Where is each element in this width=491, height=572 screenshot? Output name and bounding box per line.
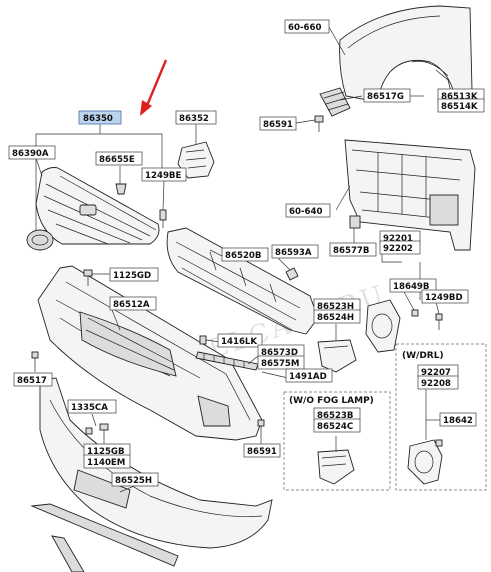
callout-86517G[interactable]: 86517G (363, 88, 411, 103)
screw-icon (314, 115, 324, 132)
skid-strip-illustration (30, 503, 179, 572)
callout-text: 86517G (367, 92, 404, 102)
callout-86575M[interactable]: 86575M (257, 355, 305, 370)
callout-text: 1249BD (425, 293, 463, 303)
callout-92202[interactable]: 92202 (379, 240, 421, 255)
callout-1125GD[interactable]: 1125GD (109, 267, 159, 282)
callout-86350[interactable]: 86350 (78, 110, 122, 125)
callout-86517[interactable]: 86517 (13, 372, 53, 387)
callout-86390A[interactable]: 86390A (8, 145, 56, 160)
fog-lamp-illustration (365, 299, 401, 353)
callout-text: 86523B (317, 411, 353, 421)
callout-1249BD[interactable]: 1249BD (421, 289, 469, 304)
fog-cover-illustration (317, 339, 357, 373)
grille-illustration (35, 167, 160, 245)
bolt-icon (85, 423, 109, 440)
callout-text: 92202 (383, 244, 413, 254)
callout-text: 86352 (179, 114, 209, 124)
callout-1491AD[interactable]: 1491AD (285, 368, 333, 383)
clip-icon (115, 183, 127, 195)
callout-text: 86523H (317, 302, 354, 312)
drl-lamp-illustration (407, 439, 443, 485)
callout-text: 1249BE (145, 171, 181, 181)
clip-icon (199, 335, 207, 345)
callout-86525H[interactable]: 86525H (111, 472, 159, 487)
clip-icon (285, 267, 299, 281)
callout-18649B[interactable]: 18649B (389, 278, 437, 293)
nut-icon (411, 309, 419, 317)
callout-text: 92208 (421, 379, 451, 389)
callout-text: 18642 (443, 416, 473, 426)
bolt-icon (435, 313, 443, 330)
callout-text: 1140EM (87, 458, 125, 468)
bolt-icon (159, 209, 167, 228)
callout-1416LK[interactable]: 1416LK (217, 333, 263, 348)
callout-60-640[interactable]: 60-640 (285, 203, 331, 218)
callout-text: 1125GD (113, 271, 151, 281)
bolt-icon (83, 269, 93, 286)
callout-text: 60-640 (289, 207, 322, 217)
callout-text: 86591 (263, 120, 293, 130)
callout-text: 1335CA (71, 403, 108, 413)
callout-text: 92207 (421, 368, 451, 378)
callout-86512A[interactable]: 86512A (109, 296, 157, 311)
drl-variant-frame (395, 343, 487, 491)
callout-86577B[interactable]: 86577B (329, 242, 377, 257)
emblem-icon (26, 229, 54, 251)
callout-18642[interactable]: 18642 (439, 412, 477, 427)
callout-text: 1416LK (221, 337, 257, 347)
callout-text: 86512A (113, 300, 150, 310)
drl-variant-note: (W/DRL) (402, 351, 444, 361)
callout-60-660[interactable]: 60-660 (284, 19, 330, 34)
screw-icon (257, 419, 265, 436)
callout-86655E[interactable]: 86655E (95, 151, 143, 166)
callout-86520B[interactable]: 86520B (221, 247, 269, 262)
callout-text: 86575M (261, 359, 299, 369)
bumper-cover-illustration (37, 265, 263, 441)
callout-86593A[interactable]: 86593A (271, 244, 319, 259)
callout-text: 86525H (115, 476, 152, 486)
callout-1335CA[interactable]: 1335CA (67, 399, 117, 414)
radiator-support-illustration (344, 139, 476, 251)
callout-text: 86350 (83, 114, 113, 124)
lower-bumper-illustration (39, 377, 273, 549)
callout-86591-bottom[interactable]: 86591 (243, 443, 281, 458)
fog-variant-note: (W/O FOG LAMP) (289, 396, 374, 406)
callout-1140EM[interactable]: 1140EM (83, 454, 131, 469)
bracket-illustration (177, 141, 215, 179)
callout-text: 86524H (317, 313, 354, 323)
callout-86514K[interactable]: 86514K (437, 98, 485, 113)
callout-text: 86520B (225, 251, 261, 261)
callout-86524C[interactable]: 86524C (313, 418, 361, 433)
fog-variant-frame (283, 391, 391, 491)
callout-text: 86655E (99, 155, 135, 165)
callout-text: 86524C (317, 422, 353, 432)
callout-text: 86591 (247, 447, 277, 457)
fog-cover-alt-illustration (317, 449, 355, 485)
callout-1249BE[interactable]: 1249BE (141, 167, 187, 182)
callout-86524H[interactable]: 86524H (313, 309, 361, 324)
callout-text: 86514K (441, 102, 478, 112)
callout-text: 86593A (275, 248, 312, 258)
callout-86591-top[interactable]: 86591 (259, 116, 297, 131)
callout-text: 86577B (333, 246, 369, 256)
callout-text: 1491AD (289, 372, 327, 382)
callout-text: 86517 (17, 376, 47, 386)
callout-text: 86390A (12, 149, 49, 159)
callout-86352[interactable]: 86352 (175, 110, 217, 125)
callout-text: 92201 (383, 234, 413, 244)
callout-text: 18649B (393, 282, 429, 292)
callout-text: 1125GB (87, 447, 125, 457)
screw-icon (31, 351, 39, 368)
callout-text: 86573D (261, 348, 298, 358)
callout-text: 86513K (441, 92, 478, 102)
callout-92208[interactable]: 92208 (417, 375, 459, 390)
trim-strip-illustration (195, 351, 259, 371)
callout-text: 60-660 (288, 23, 321, 33)
red-arrow-indicator (140, 59, 168, 116)
group-bracket-86350 (35, 133, 163, 174)
absorber-illustration (166, 227, 319, 335)
